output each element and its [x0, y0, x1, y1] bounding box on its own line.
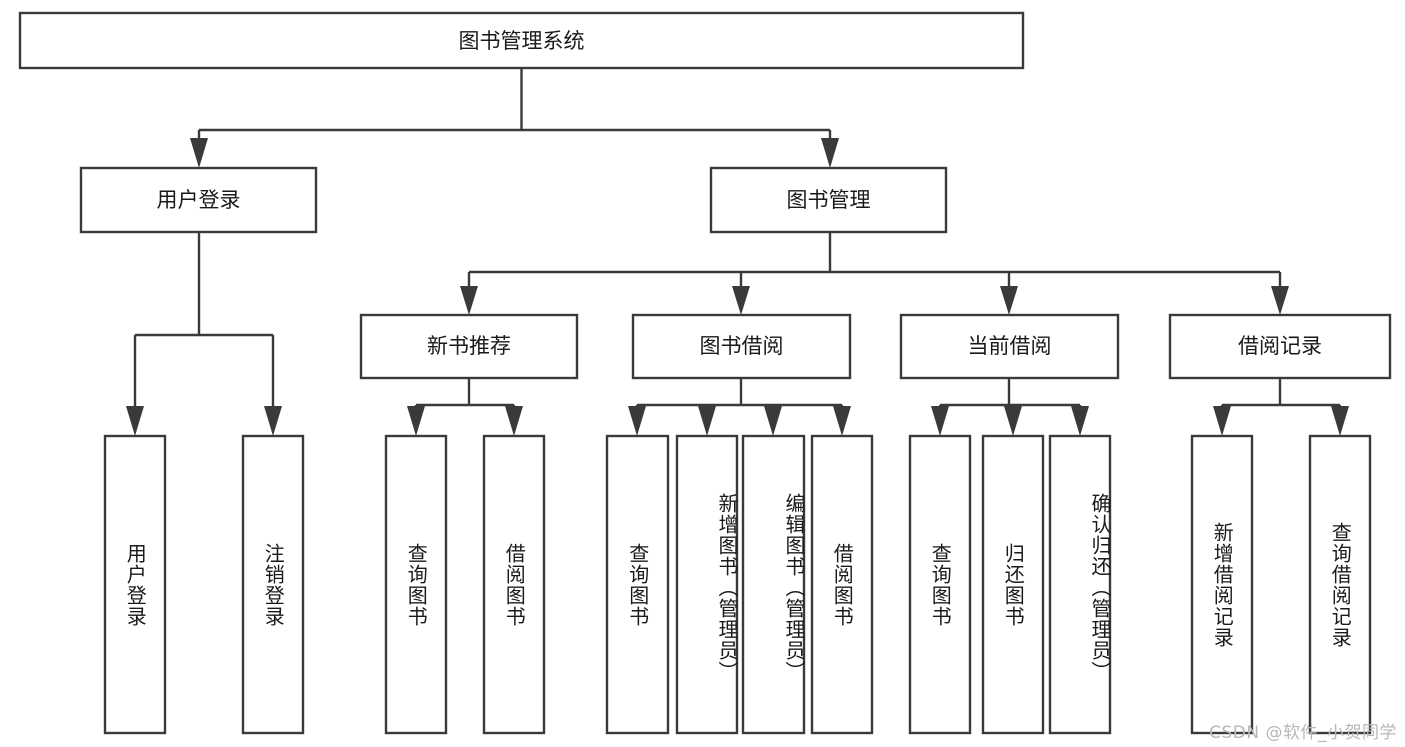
arrow-borrow-leaf-4: [833, 406, 851, 436]
arrow-record-leaf-1: [1213, 406, 1231, 436]
leaf-box-return-book[interactable]: [981, 434, 1045, 735]
node-user-login-label: 用户登录: [157, 188, 241, 212]
leaf-box-borrow-book-b[interactable]: [810, 434, 874, 735]
arrow-current-leaf-3: [1071, 406, 1089, 436]
node-root[interactable]: 图书管理系统: [18, 11, 1025, 70]
node-borrow-record-box[interactable]: [1168, 313, 1392, 380]
leaf-box-user-login[interactable]: [103, 434, 167, 735]
leaf-box-edit-book-admin[interactable]: [741, 434, 806, 735]
node-book-management[interactable]: 图书管理: [709, 166, 948, 234]
arrow-to-book-mgmt: [821, 138, 839, 168]
arrow-record-leaf-2: [1331, 406, 1349, 436]
node-book-management-label: 图书管理: [787, 188, 871, 212]
arrow-borrow-leaf-1: [628, 406, 646, 436]
watermark: CSDN @软件_小贺同学: [1209, 723, 1397, 743]
node-root-label: 图书管理系统: [459, 29, 585, 53]
arrow-to-user-login: [190, 138, 208, 168]
leaf-box-add-book-admin[interactable]: [675, 434, 739, 735]
arrow-to-leaf-logout: [264, 406, 282, 436]
arrow-to-new-book-rec: [460, 286, 478, 315]
arrow-to-book-borrow: [732, 286, 750, 315]
arrow-borrow-leaf-3: [764, 406, 782, 436]
arrow-newbook-leaf-2: [505, 406, 523, 436]
arrow-to-borrow-record: [1271, 286, 1289, 315]
node-current-borrow-box[interactable]: [899, 313, 1120, 380]
leaf-box-query-book-c[interactable]: [908, 434, 972, 735]
arrow-current-leaf-2: [1004, 406, 1022, 436]
arrow-borrow-leaf-2: [698, 406, 716, 436]
leaf-box-query-book-a[interactable]: [384, 434, 448, 735]
leaf-box-logout[interactable]: [241, 434, 305, 735]
node-book-management-box[interactable]: [709, 166, 948, 234]
node-user-login-box[interactable]: [79, 166, 318, 234]
node-book-borrow-box[interactable]: [631, 313, 852, 380]
node-user-login[interactable]: 用户登录: [79, 166, 318, 234]
leaf-box-query-book-b[interactable]: [605, 434, 670, 735]
node-new-book-recommend-label: 新书推荐: [427, 334, 511, 358]
node-new-book-recommend-box[interactable]: [359, 313, 579, 380]
node-root-box[interactable]: [18, 11, 1025, 70]
node-new-book-recommend[interactable]: 新书推荐: [359, 313, 579, 380]
arrow-to-current-borrow: [1000, 286, 1018, 315]
arrow-newbook-leaf-1: [407, 406, 425, 436]
node-current-borrow-label: 当前借阅: [968, 334, 1052, 358]
node-current-borrow[interactable]: 当前借阅: [899, 313, 1120, 380]
arrow-to-leaf-user-login: [126, 406, 144, 436]
leaf-box-add-record[interactable]: [1190, 434, 1254, 735]
connector-layer: [126, 68, 1349, 436]
node-borrow-record-label: 借阅记录: [1238, 334, 1322, 358]
leaf-box-layer[interactable]: [103, 434, 1372, 735]
node-book-borrow[interactable]: 图书借阅: [631, 313, 852, 380]
leaf-box-confirm-return[interactable]: [1048, 434, 1112, 735]
node-borrow-record[interactable]: 借阅记录: [1168, 313, 1392, 380]
node-book-borrow-label: 图书借阅: [700, 334, 784, 358]
arrow-current-leaf-1: [931, 406, 949, 436]
leaf-box-borrow-book-a[interactable]: [482, 434, 546, 735]
leaf-box-query-record[interactable]: [1308, 434, 1372, 735]
